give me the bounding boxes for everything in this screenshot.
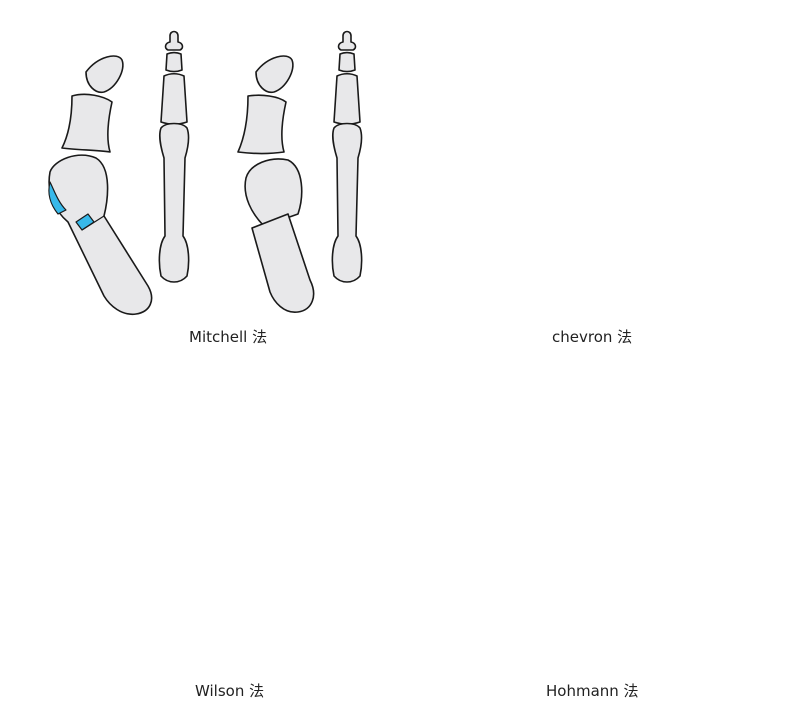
mitchell-after xyxy=(237,30,363,313)
caption-hohmann: Hohmann 法 xyxy=(546,682,639,700)
caption-mitchell: Mitchell 法 xyxy=(189,328,268,346)
caption-chevron: chevron 法 xyxy=(552,328,633,346)
mitchell-before xyxy=(48,30,190,316)
caption-wilson: Wilson 法 xyxy=(195,682,265,700)
panel-mitchell xyxy=(48,30,363,316)
